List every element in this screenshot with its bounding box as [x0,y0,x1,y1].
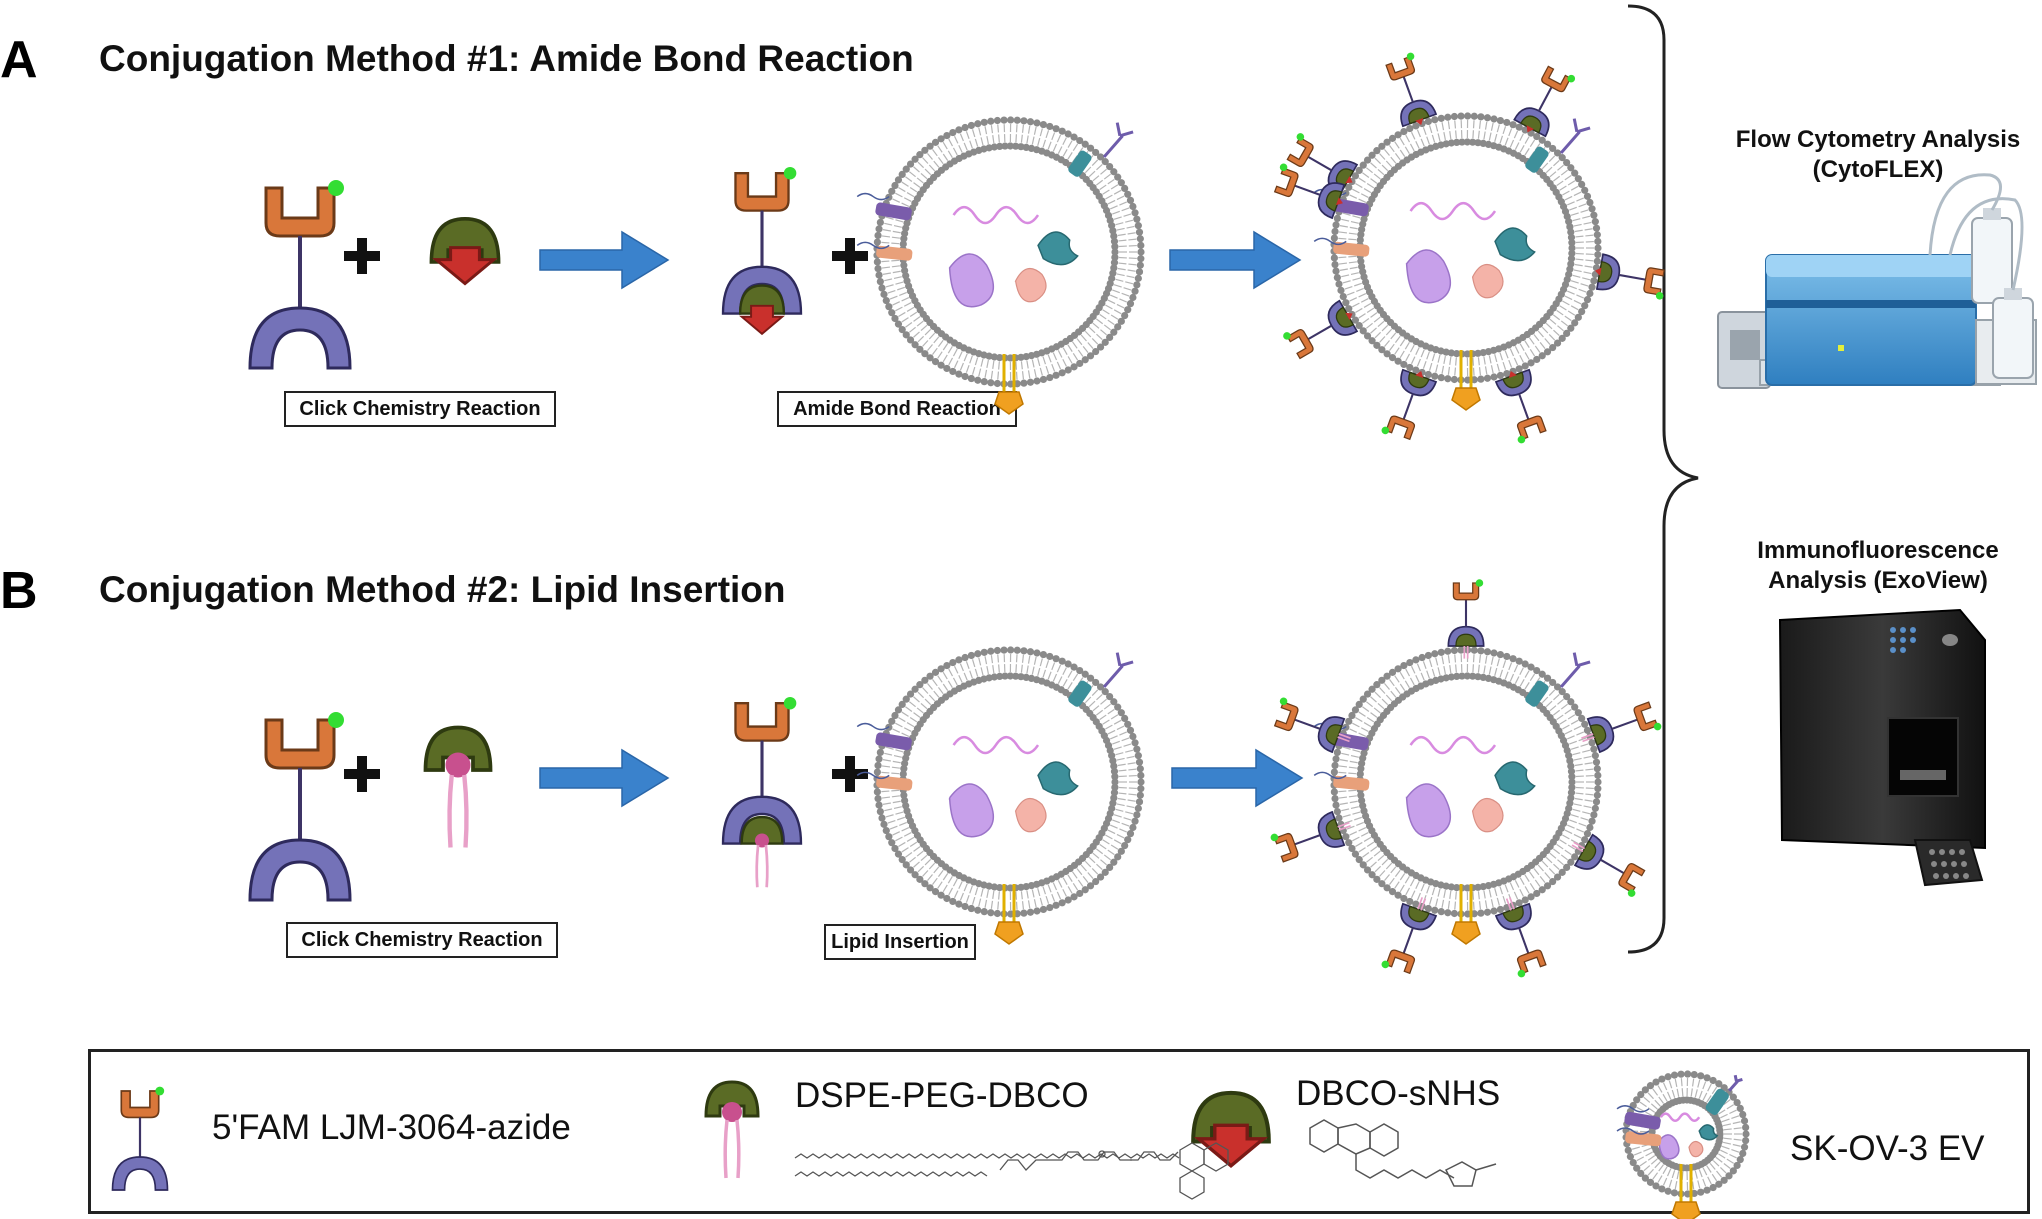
immunofluorescence-title: Immunofluorescence Analysis (ExoView) [1718,536,2038,596]
grouping-brace [1627,4,1699,954]
panel-letter-b: B [0,562,38,620]
legend-aptamer-icon [111,1086,169,1191]
cytoflex-instrument [1717,173,2037,389]
surface-conjugated-aptamer [1385,52,1438,128]
legend-label-dspe-peg-dbco: DSPE-PEG-DBCO [795,1076,1089,1115]
panel-letter-a: A [0,31,38,89]
aptamer-dspe-complex-b [721,696,803,888]
plus-b-2 [832,756,868,792]
surface-conjugated-aptamer [1381,368,1438,441]
surface-conjugated-aptamer [1286,133,1359,197]
legend-ev-icon [1616,1070,1750,1219]
dbco-snhs-a [429,216,501,286]
ev-a-unconjugated [856,116,1145,415]
legend-label-dbco-snhs: DBCO-sNHS [1296,1074,1501,1113]
surface-conjugated-aptamer [1513,65,1576,138]
ev-b-conjugated [1270,579,1662,978]
flow-cytometry-title-line2: (CytoFLEX) [1812,156,1944,183]
dbco-snhs-structure [1309,1119,1497,1187]
immunofluorescence-title-line2: Analysis (ExoView) [1768,567,1988,594]
legend-dspe-peg-dbco-icon [704,1080,760,1179]
aptamer-dbco-complex-a [721,166,803,336]
surface-conjugated-aptamer [1447,579,1485,659]
surface-conjugated-aptamer [1494,368,1547,444]
dspe-peg-dbco-b [423,725,493,848]
plus-b-1 [344,756,380,792]
surface-conjugated-aptamer [1594,253,1665,300]
surface-conjugated-aptamer [1494,897,1547,978]
panel-title-b: Conjugation Method #2: Lipid Insertion [99,569,786,610]
arrow-b-2 [1171,748,1304,808]
legend-label-aptamer: 5'FAM LJM-3064-azide [212,1108,571,1147]
dspe-peg-dbco-structure [794,1142,1229,1200]
ev-a-conjugated [1273,52,1665,444]
aptamer-b-start [248,712,352,902]
arrow-b-1 [539,748,670,808]
cytoflex-bottle-2 [1992,297,2034,379]
plus-a-1 [344,238,380,274]
step-label-a-click: Click Chemistry Reaction [284,391,556,427]
legend-dbco-snhs-icon [1191,1090,1271,1168]
step-label-b-click: Click Chemistry Reaction [286,922,558,958]
exoview-instrument [1778,608,1986,887]
arrow-a-1 [539,230,670,290]
aptamer-a-start [248,180,352,370]
exoview-chip-tray [1913,839,1984,887]
surface-conjugated-aptamer [1273,163,1346,220]
arrow-a-2 [1169,230,1302,290]
immunofluorescence-title-line1: Immunofluorescence [1757,537,1999,564]
plus-a-2 [832,238,868,274]
legend-box [88,1049,2030,1214]
ev-b-unconjugated [856,646,1145,945]
surface-conjugated-aptamer [1571,833,1646,897]
flow-cytometry-title: Flow Cytometry Analysis (CytoFLEX) [1718,125,2038,185]
surface-conjugated-aptamer [1273,697,1351,754]
surface-conjugated-aptamer [1581,701,1662,754]
panel-title-a: Conjugation Method #1: Amide Bond Reacti… [99,38,914,79]
flow-cytometry-title-line1: Flow Cytometry Analysis [1735,126,2021,153]
step-label-a-amide: Amide Bond Reaction [777,391,1017,427]
surface-conjugated-aptamer [1283,299,1359,360]
surface-conjugated-aptamer [1270,810,1351,863]
surface-conjugated-aptamer [1381,897,1438,975]
step-label-b-lipid: Lipid Insertion [824,924,976,960]
legend-label-ev: SK-OV-3 EV [1790,1129,1985,1168]
